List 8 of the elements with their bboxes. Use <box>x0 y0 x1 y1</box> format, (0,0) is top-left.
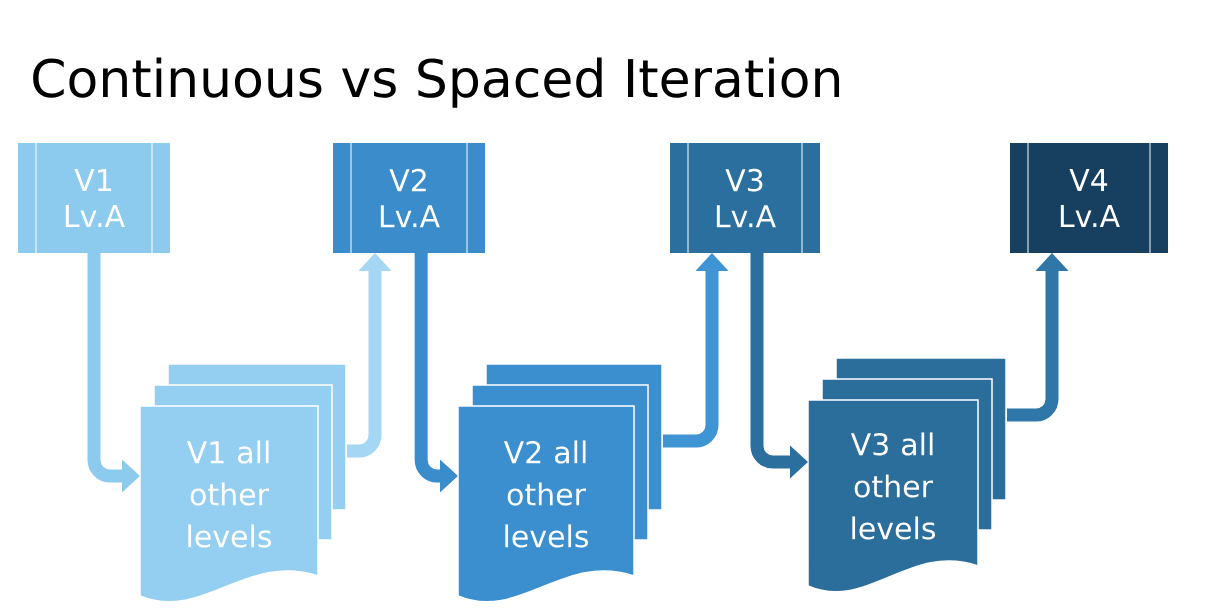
document-stack: V3 all other levels <box>807 357 1007 593</box>
document-stack: V2 all other levels <box>457 363 663 603</box>
process-box: V1 Lv.A <box>18 142 170 254</box>
title: Continuous vs Spaced Iteration <box>33 57 840 108</box>
process-box: V4 Lv.A <box>1010 142 1168 254</box>
process-box: V3 Lv.A <box>670 142 820 254</box>
document-stack: V1 all other levels <box>139 363 347 603</box>
process-box: V2 Lv.A <box>333 142 485 254</box>
